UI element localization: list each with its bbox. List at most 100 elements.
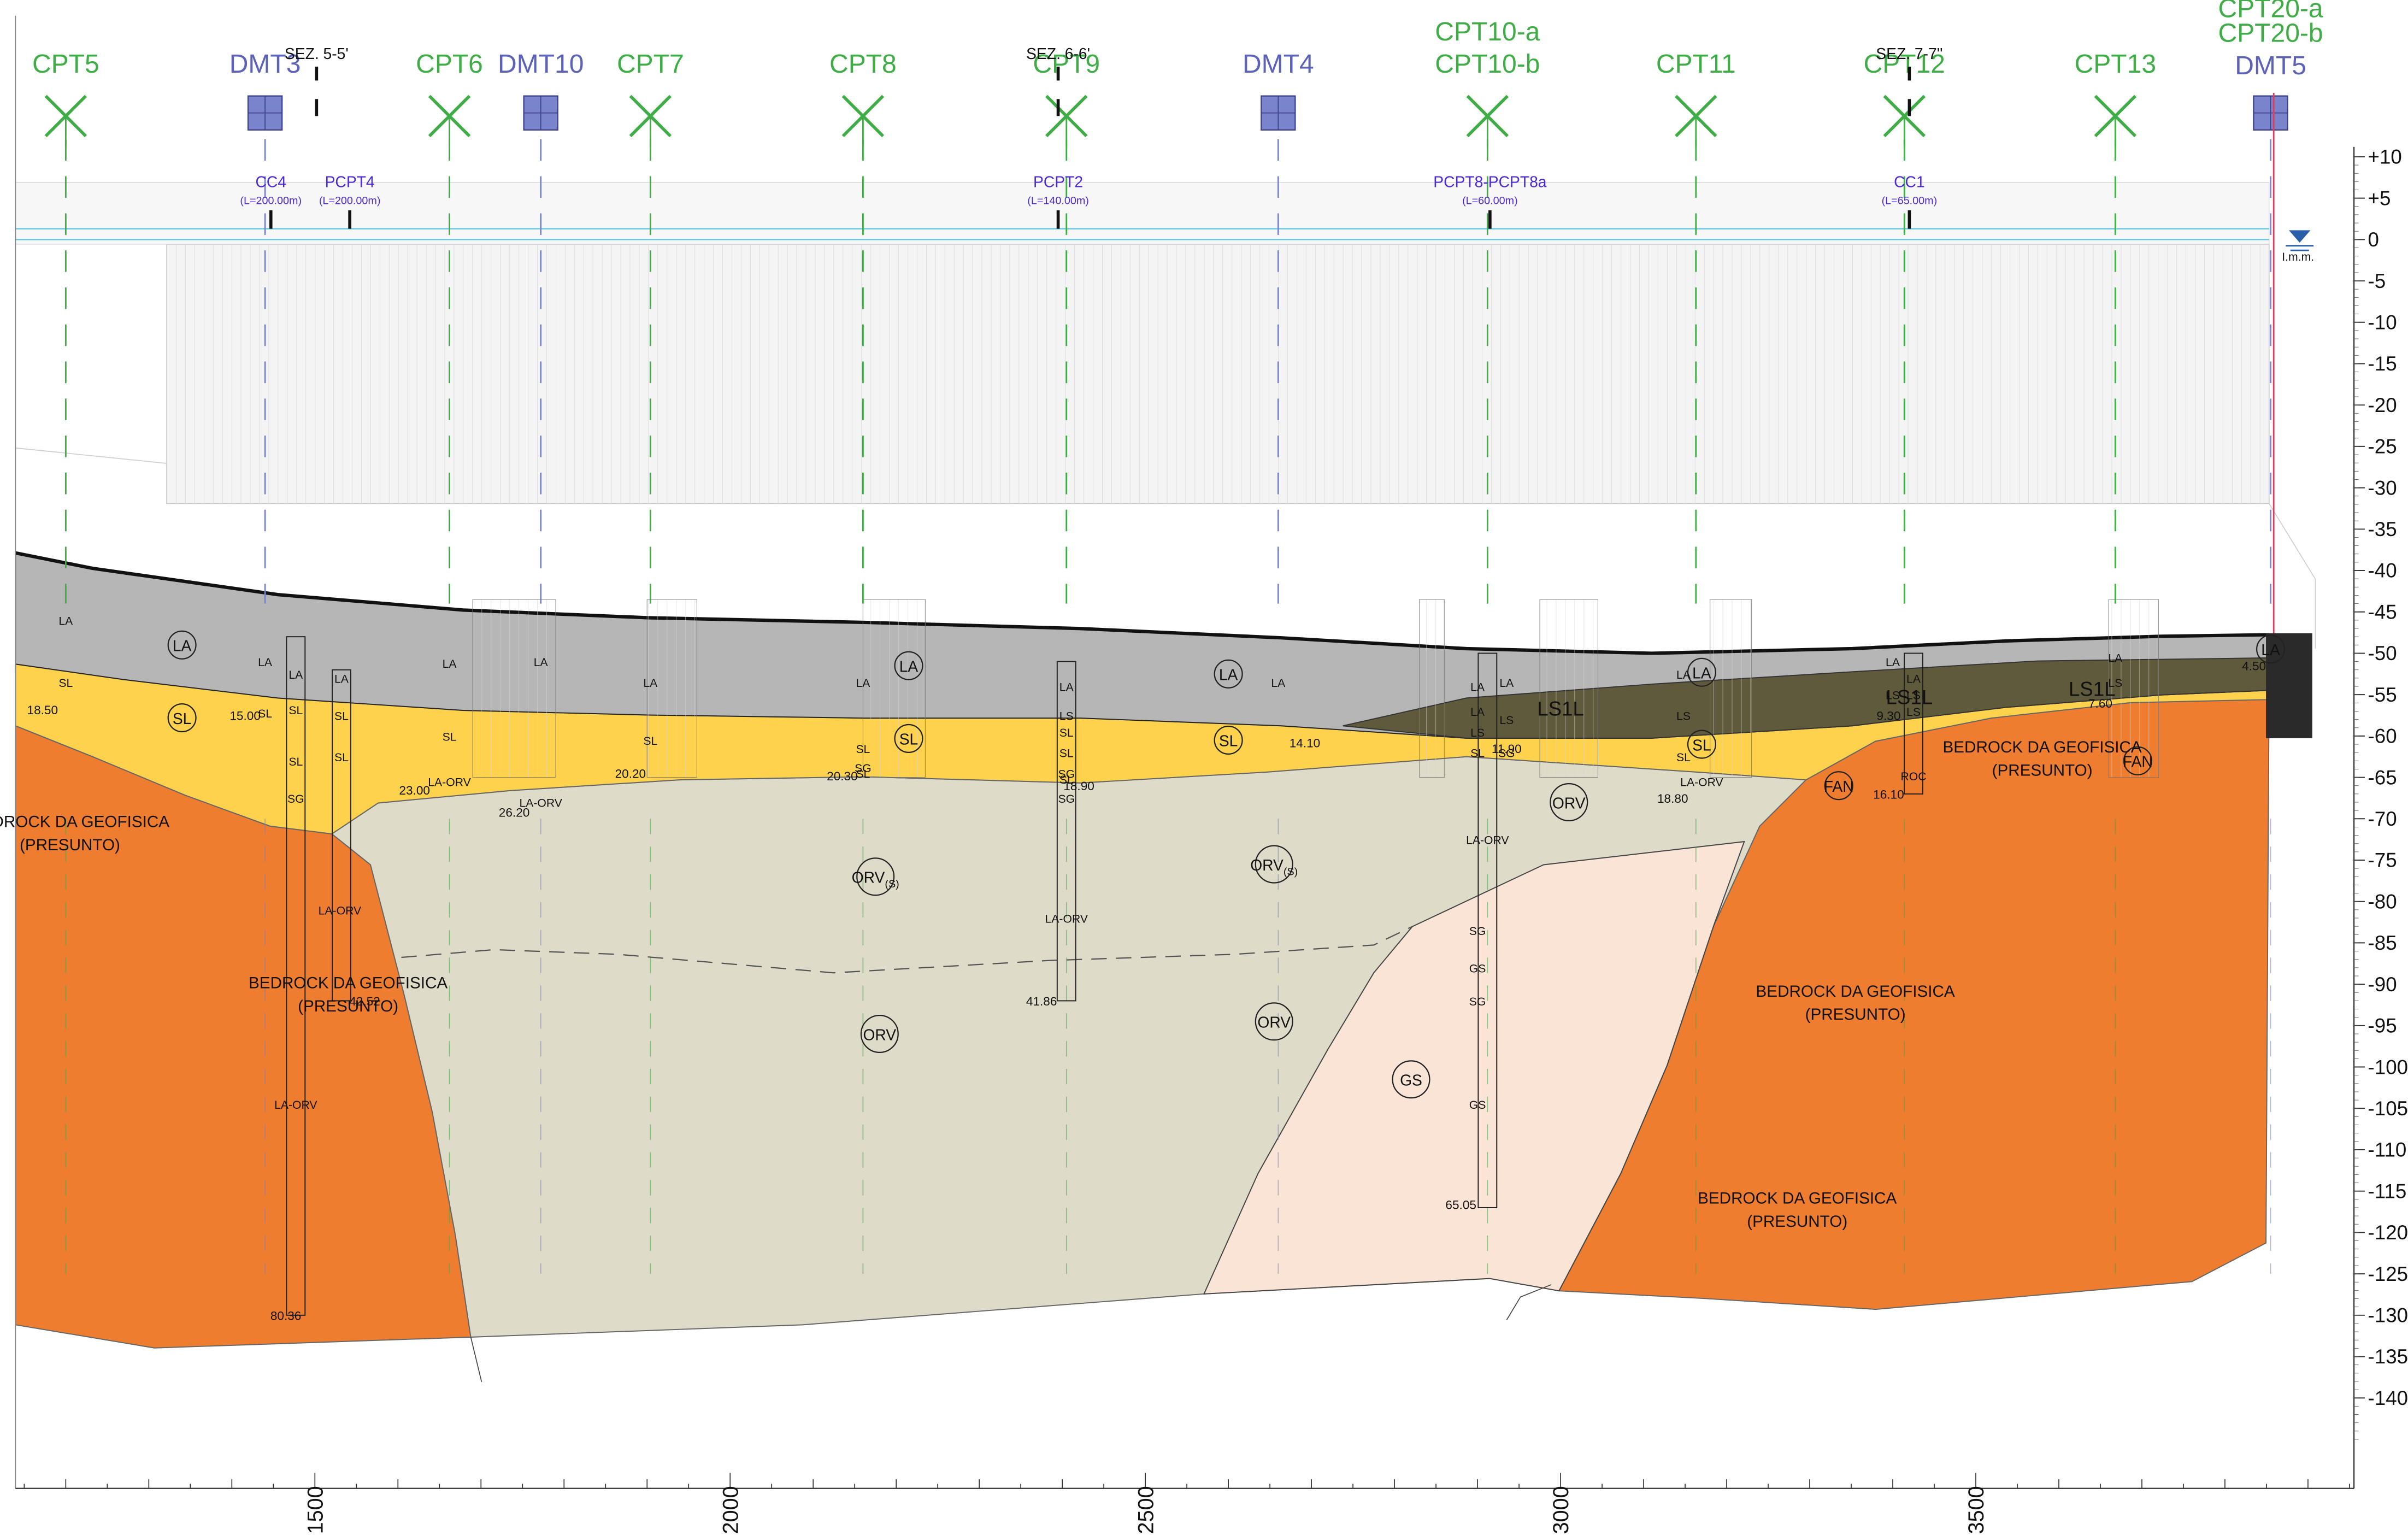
unit-circle-icon (167, 630, 197, 660)
unit-label: LA (173, 637, 192, 655)
unit-label: SL (1219, 732, 1238, 750)
log-code-label: LA (643, 677, 658, 690)
log-code-label: SG (1469, 996, 1486, 1008)
log-code-label: LS (1906, 706, 1921, 719)
log-code-label: LA (1906, 673, 1921, 685)
z-tick-label: -130 (2368, 1304, 2408, 1327)
z-tick-label: +5 (2368, 187, 2391, 209)
z-tick-label: -100 (2368, 1056, 2408, 1078)
log-code-label: LA-ORV (319, 904, 362, 917)
x-tick-label: 2000 (719, 1486, 743, 1534)
log-code-label: LS (2108, 677, 2122, 690)
log-code-label: LA (1059, 681, 1074, 693)
z-tick-label: -25 (2368, 436, 2397, 458)
z-tick-label: -30 (2368, 477, 2397, 499)
unit-label: LS1L (2069, 678, 2116, 700)
unit-label: LA (1692, 664, 1711, 682)
depth-label: 4.50 (2242, 660, 2266, 673)
unit-label: SL (899, 731, 919, 748)
unit-circle-icon (1255, 1002, 1293, 1041)
seabed-line (15, 551, 2269, 655)
depth-label: 26.20 (499, 806, 530, 820)
log-code-label: LA (258, 656, 273, 669)
sea-level-icon (2288, 230, 2311, 243)
log-code-label: SG (1498, 748, 1515, 760)
z-tick-label: -85 (2368, 932, 2397, 954)
section-label: SEZ. 6-6' (1026, 45, 1090, 62)
borehole-column (1056, 661, 1076, 1002)
bedrock-left-edge-line (470, 1337, 482, 1383)
probe-label: CPT11 (1656, 50, 1736, 79)
z-tick-label: -115 (2368, 1180, 2407, 1202)
depth-label: 16.10 (1873, 787, 1904, 801)
log-code-label: ROC (1900, 771, 1926, 783)
gs-layer (1203, 840, 1745, 1295)
cpt-log-panel (862, 599, 926, 778)
unit-label: FAN (1824, 778, 1854, 795)
bedrock-label: (PRESUNTO) (1747, 1213, 1847, 1231)
unit-circle-icon (894, 724, 923, 753)
log-code-label: SL (334, 751, 349, 764)
borehole-logs (286, 599, 2159, 1316)
x-tick-label: 2500 (1134, 1486, 1158, 1534)
unit-circle-icon (167, 703, 197, 733)
probe-label: CPT5 (32, 50, 99, 79)
pcpt-length-label: (L=140.00m) (1027, 195, 1089, 207)
z-tick-label: -50 (2368, 642, 2397, 664)
cpt-log-panel (472, 599, 556, 778)
pcpt-name-label: CC1 (1894, 173, 1925, 190)
pcpt-name-label: CC4 (255, 173, 286, 190)
depth-label: 7.60 (2088, 697, 2112, 710)
depth-label: 14.10 (1290, 736, 1321, 750)
unit-label: LS1L (1537, 698, 1584, 720)
unit-circle-icon (2256, 634, 2286, 664)
log-code-label: SL (1470, 748, 1485, 760)
log-code-label: LS (1059, 710, 1074, 722)
depth-label: 42.52 (349, 995, 380, 1008)
borehole-column (286, 636, 306, 1316)
log-code-label: SG (1469, 925, 1486, 938)
unit-label: LA (1219, 666, 1238, 684)
pcpt-name-label: PCPT8-PCPT8a (1433, 173, 1547, 190)
unit-circle-icon (1255, 845, 1293, 884)
log-code-label: I.m.m. (2282, 251, 2314, 263)
z-tick-label: -20 (2368, 394, 2397, 416)
unit-label: ORV (863, 1026, 896, 1043)
gs-left-boundary (1506, 1284, 1552, 1321)
log-code-label: LA (1470, 706, 1485, 719)
pcpt-length-label: (L=200.00m) (319, 195, 381, 207)
log-code-label: SL (58, 677, 73, 690)
z-tick-label: -135 (2368, 1345, 2408, 1368)
z-tick-label: -90 (2368, 973, 2397, 996)
unit-circle-icon (1824, 771, 1853, 801)
z-tick-label: -95 (2368, 1015, 2397, 1037)
soil-layers (15, 552, 2270, 1383)
log-code-label: SL (856, 743, 870, 756)
z-tick-label: -120 (2368, 1221, 2408, 1244)
log-code-label: SL (856, 768, 870, 780)
z-tick-label: -105 (2368, 1097, 2408, 1120)
cpt-log-panel (1539, 599, 1599, 778)
log-code-label: LA (289, 669, 303, 681)
unit-label: SL (173, 710, 192, 727)
depth-label: 18.50 (27, 703, 58, 717)
log-code-label: SL (289, 704, 303, 717)
log-code-label: LA-ORV (519, 797, 562, 809)
log-code-label: SL (334, 710, 349, 722)
borehole-column (1477, 652, 1498, 1208)
z-tick-label: -110 (2368, 1139, 2407, 1161)
unit-circle-icon (1550, 783, 1588, 822)
probe-label: CPT12 (1864, 50, 1945, 79)
log-code-label: SG (1058, 793, 1075, 805)
log-code-label: LA (1676, 669, 1691, 681)
log-code-label: LA (1271, 677, 1286, 690)
depth-label: 41.86 (1026, 995, 1057, 1008)
z-tick-label: -65 (2368, 766, 2397, 789)
z-tick-label: -35 (2368, 518, 2397, 540)
log-code-label: LA (2108, 652, 2123, 664)
probe-label: CPT8 (829, 50, 897, 79)
log-code-label: SL (443, 731, 457, 743)
pcpt-length-label: (L=200.00m) (240, 195, 302, 207)
